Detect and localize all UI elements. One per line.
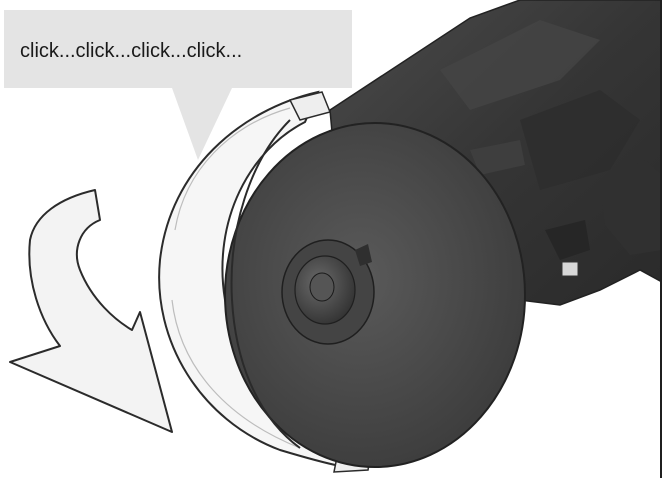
cutting-disc <box>225 120 525 467</box>
callout-text: click...click...click...click... <box>20 36 346 66</box>
rotation-arrow-icon <box>10 190 172 432</box>
speech-callout <box>4 10 352 160</box>
spindle-flange <box>282 240 374 344</box>
